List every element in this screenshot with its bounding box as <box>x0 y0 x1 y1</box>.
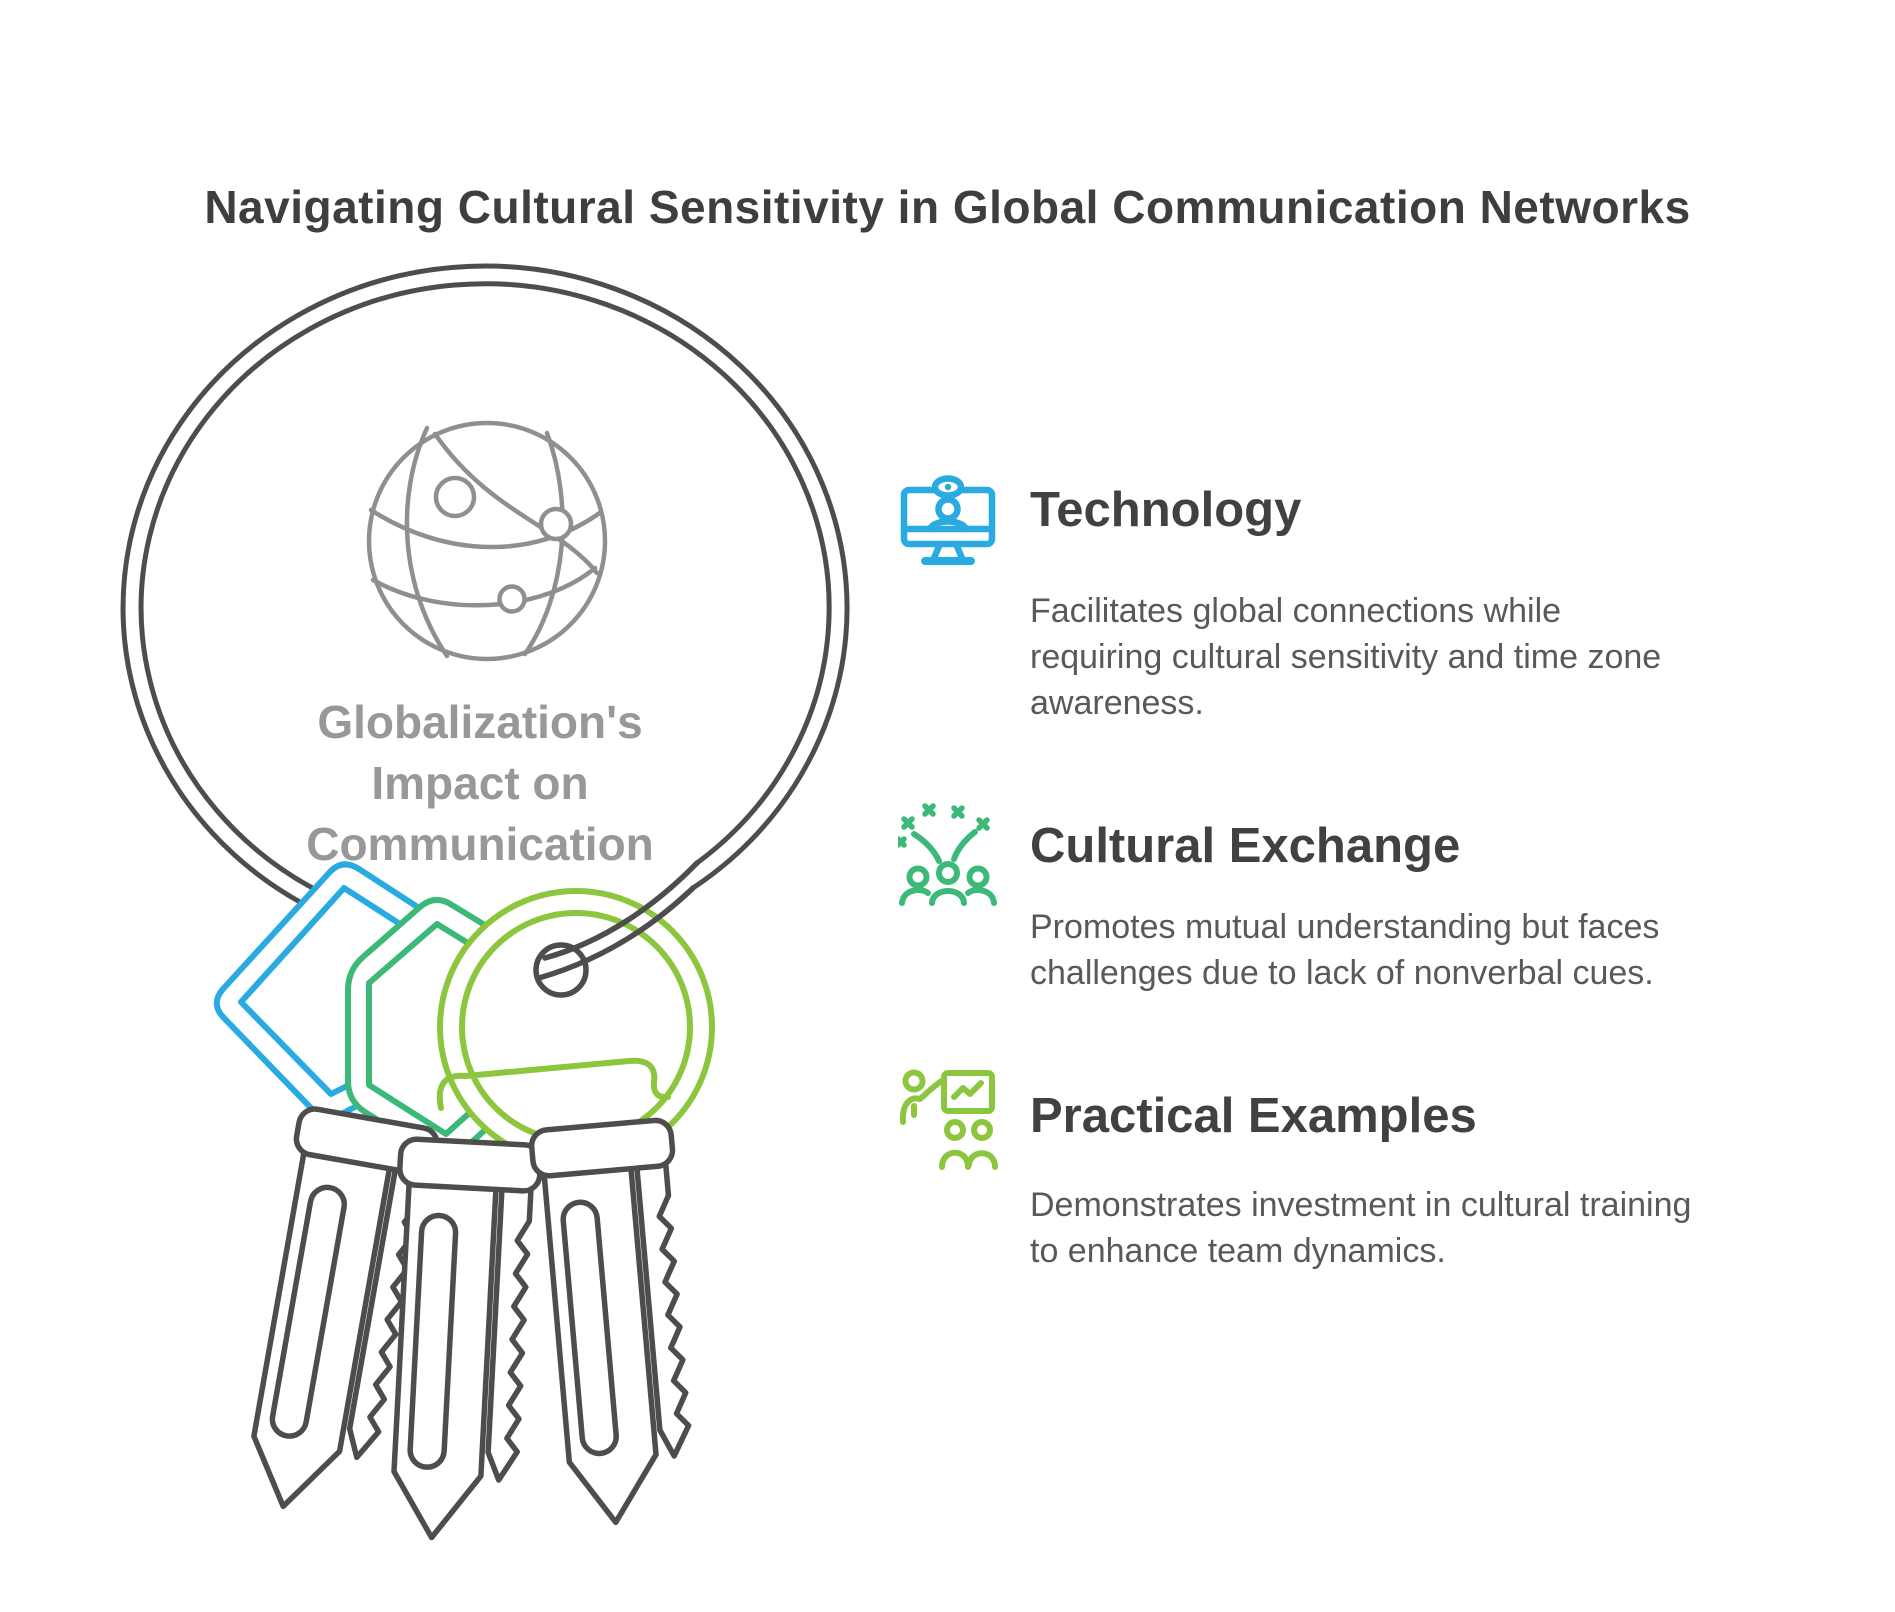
celebration-people-icon <box>898 803 997 906</box>
body-line: awareness. <box>1030 684 1204 722</box>
keyring-label-line: Communication <box>306 818 654 870</box>
key-blades-icon <box>233 1107 704 1543</box>
keyring-label-line: Impact on <box>371 757 589 809</box>
body-line: challenges due to lack of nonverbal cues… <box>1030 954 1654 992</box>
presentation-training-icon <box>899 1069 998 1170</box>
body-line: to enhance team dynamics. <box>1030 1232 1446 1270</box>
body-line: requiring cultural sensitivity and time … <box>1030 638 1662 676</box>
section-heading-technology: Technology <box>1030 483 1302 537</box>
section-heading-cultural-exchange: Cultural Exchange <box>1030 819 1461 873</box>
body-line: Promotes mutual understanding but faces <box>1030 908 1660 946</box>
body-line: Demonstrates investment in cultural trai… <box>1030 1186 1692 1224</box>
keyring-hole-icon <box>533 860 700 998</box>
keyring-illustration: Globalization's Impact on Communication <box>95 258 865 1548</box>
section-body-cultural-exchange: Promotes mutual understanding but faces … <box>1030 904 1659 996</box>
page-title: Navigating Cultural Sensitivity in Globa… <box>204 181 1691 233</box>
network-globe-icon <box>366 420 608 662</box>
keyring-label: Globalization's Impact on Communication <box>225 692 735 875</box>
keyring-label-line: Globalization's <box>317 696 643 748</box>
section-body-practical-examples: Demonstrates investment in cultural trai… <box>1030 1182 1691 1274</box>
body-line: Facilitates global connections while <box>1030 592 1562 630</box>
video-call-monitor-icon <box>900 475 996 565</box>
lime-key-head-icon <box>436 888 715 1166</box>
keyring-loop-icon <box>120 263 850 921</box>
section-heading-practical-examples: Practical Examples <box>1030 1089 1477 1143</box>
section-body-technology: Facilitates global connections while req… <box>1030 588 1661 726</box>
keyring-keys-graphic <box>120 263 850 1548</box>
